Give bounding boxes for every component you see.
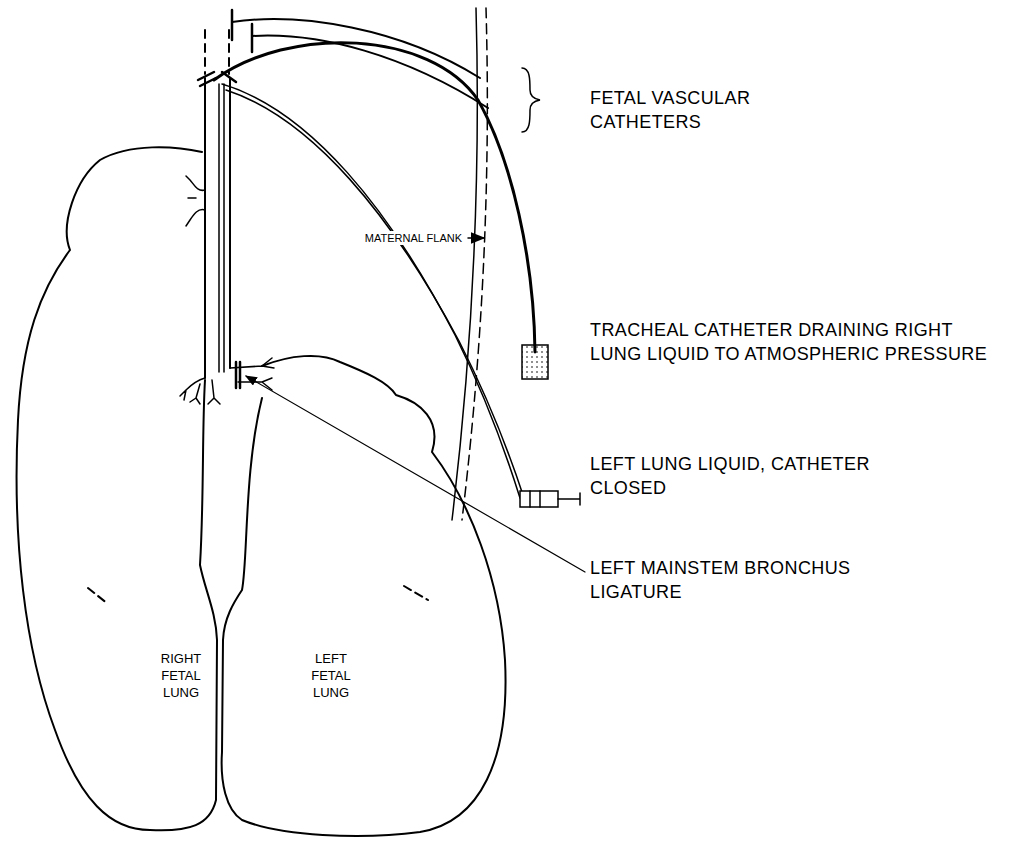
callout-label: FETAL VASCULAR CATHETERS bbox=[590, 86, 850, 134]
lung-shape: LEFT FETAL LUNG bbox=[212, 350, 512, 840]
bronchus bbox=[230, 358, 274, 390]
tracheal-catheter bbox=[214, 43, 535, 352]
syringe-tube bbox=[226, 90, 524, 498]
syringe-tube bbox=[222, 84, 520, 498]
vascular-catheter bbox=[252, 36, 488, 108]
trachea-dashed bbox=[205, 30, 229, 74]
ligature bbox=[236, 362, 240, 388]
lobe-mark bbox=[88, 586, 428, 604]
lung-outline bbox=[17, 147, 217, 830]
lung-outline bbox=[212, 350, 512, 840]
lung-outline bbox=[10, 138, 225, 838]
lung-label: LEFT FETAL LUNG bbox=[300, 650, 362, 701]
bracket bbox=[522, 68, 540, 132]
lung-label: RIGHT FETAL LUNG bbox=[150, 650, 212, 701]
catheter-end bbox=[232, 10, 252, 52]
bronchus bbox=[186, 176, 205, 226]
leader-line bbox=[468, 237, 484, 239]
leader-line bbox=[246, 376, 585, 572]
collection-container bbox=[522, 345, 548, 379]
lung-shape: RIGHT FETAL LUNG bbox=[10, 138, 225, 838]
callout-label: LEFT LUNG LIQUID, CATHETER CLOSED bbox=[590, 452, 880, 500]
bronchus bbox=[180, 378, 220, 404]
lung-outline bbox=[222, 356, 506, 836]
callout-label: LEFT MAINSTEM BRONCHUS LIGATURE bbox=[590, 556, 920, 604]
callout-label: TRACHEAL CATHETER DRAINING RIGHT LUNG LI… bbox=[590, 318, 990, 366]
left-lung-catheter bbox=[219, 84, 224, 372]
callout-label: MATERNAL FLANK bbox=[363, 231, 464, 245]
trachea bbox=[205, 78, 230, 378]
syringe bbox=[520, 491, 580, 507]
